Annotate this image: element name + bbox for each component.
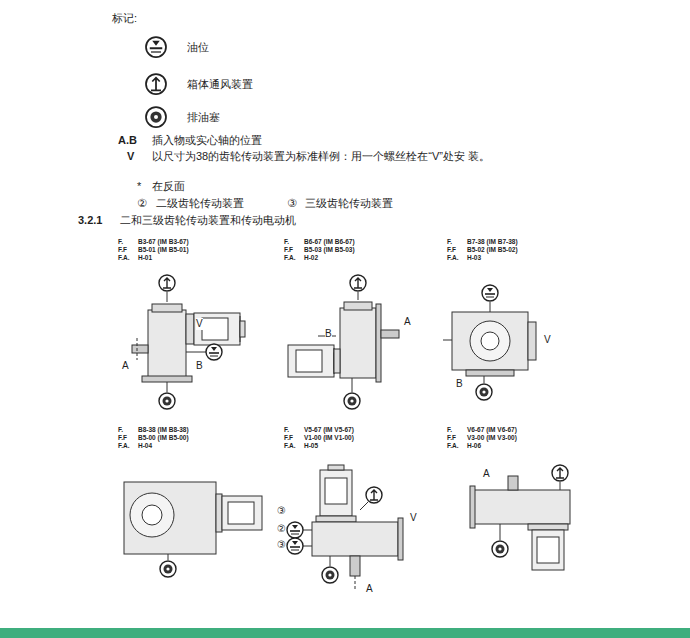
legend-text: 油位 <box>187 40 209 55</box>
position-code: F.A. <box>118 254 130 261</box>
callout-letter: ③ <box>277 539 286 551</box>
position-code: F.A. <box>284 254 296 261</box>
note-text: 在反面 <box>152 180 185 193</box>
position-code: F. <box>118 426 123 433</box>
note-text: 三级齿轮传动装置 <box>305 197 393 210</box>
mounting-figure <box>443 285 536 400</box>
note-text: ③ <box>287 197 297 210</box>
callout-letter: V <box>410 512 417 524</box>
position-code: F. <box>284 238 289 245</box>
position-code: F. <box>284 426 289 433</box>
callout-letter: V <box>196 318 203 330</box>
position-code: H-04 <box>138 442 152 449</box>
position-code: B5-03 (IM B5-03) <box>304 246 355 253</box>
callout-letter: A <box>122 360 129 372</box>
position-code: F.A. <box>118 442 130 449</box>
mounting-figure <box>470 465 570 570</box>
position-code: F.A. <box>447 254 459 261</box>
mounting-figure <box>288 275 399 409</box>
position-code: B5-00 (IM B5-00) <box>138 434 189 441</box>
note-text: 二级齿轮传动装置 <box>156 197 244 210</box>
position-code: F.A. <box>284 442 296 449</box>
position-code: F. <box>118 238 123 245</box>
note-text: A.B <box>118 134 137 147</box>
position-code: F.F <box>284 434 293 441</box>
mounting-figure <box>124 482 262 577</box>
legend-text: 箱体通风装置 <box>187 77 253 92</box>
position-code: H-05 <box>304 442 318 449</box>
position-code: F.F <box>118 434 127 441</box>
note-text: 二和三级齿轮传动装置和传动电动机 <box>120 214 296 227</box>
callout-letter: ③ <box>277 505 286 517</box>
mounting-figure <box>132 275 245 409</box>
note-text: 3.2.1 <box>78 214 102 227</box>
position-code: V3-00 (IM V3-00) <box>467 434 517 441</box>
position-code: F.A. <box>447 442 459 449</box>
position-code: H-01 <box>138 254 152 261</box>
position-code: F. <box>447 426 452 433</box>
position-code: V6-67 (IM V6-67) <box>467 426 517 433</box>
callout-letter: A <box>366 583 373 595</box>
note-text: ② <box>137 197 147 210</box>
position-code: F.F <box>118 246 127 253</box>
callout-letter: V <box>544 334 551 346</box>
callout-letter: ② <box>277 523 286 535</box>
callout-letter: A <box>483 468 490 480</box>
callout-letter: A <box>404 316 411 328</box>
legend-symbol <box>145 106 167 128</box>
position-code: B5-01 (IM B5-01) <box>138 246 189 253</box>
position-code: B6-67 (IM B6-67) <box>304 238 355 245</box>
legend-symbol <box>145 73 167 95</box>
footer-bar <box>0 628 690 638</box>
legend-symbol <box>145 36 167 58</box>
position-code: V5-67 (IM V5-67) <box>304 426 354 433</box>
callout-letter: B <box>325 328 332 340</box>
position-code: F.F <box>447 434 456 441</box>
note-text: 以尺寸为38的齿轮传动装置为标准样例：用一个螺丝栓在“V”处安 装。 <box>152 150 592 163</box>
position-code: B7-38 (IM B7-38) <box>467 238 518 245</box>
position-code: F.F <box>284 246 293 253</box>
position-code: H-06 <box>467 442 481 449</box>
position-code: H-03 <box>467 254 481 261</box>
note-text: V <box>127 150 134 163</box>
callout-letter: B <box>196 360 203 372</box>
mounting-figure <box>287 465 403 590</box>
position-code: B3-67 (IM B3-67) <box>138 238 189 245</box>
position-code: F. <box>447 238 452 245</box>
position-code: V1-00 (IM V1-00) <box>304 434 354 441</box>
legend-text: 排油塞 <box>187 110 220 125</box>
position-code: H-02 <box>304 254 318 261</box>
note-text: * <box>137 180 141 193</box>
position-code: B8-38 (IM B8-38) <box>138 426 189 433</box>
note-text: 标记: <box>112 12 137 25</box>
callout-letter: B <box>456 378 463 390</box>
note-text: 插入物或实心轴的位置 <box>152 134 262 147</box>
position-code: B5-02 (IM B5-02) <box>467 246 518 253</box>
position-code: F.F <box>447 246 456 253</box>
